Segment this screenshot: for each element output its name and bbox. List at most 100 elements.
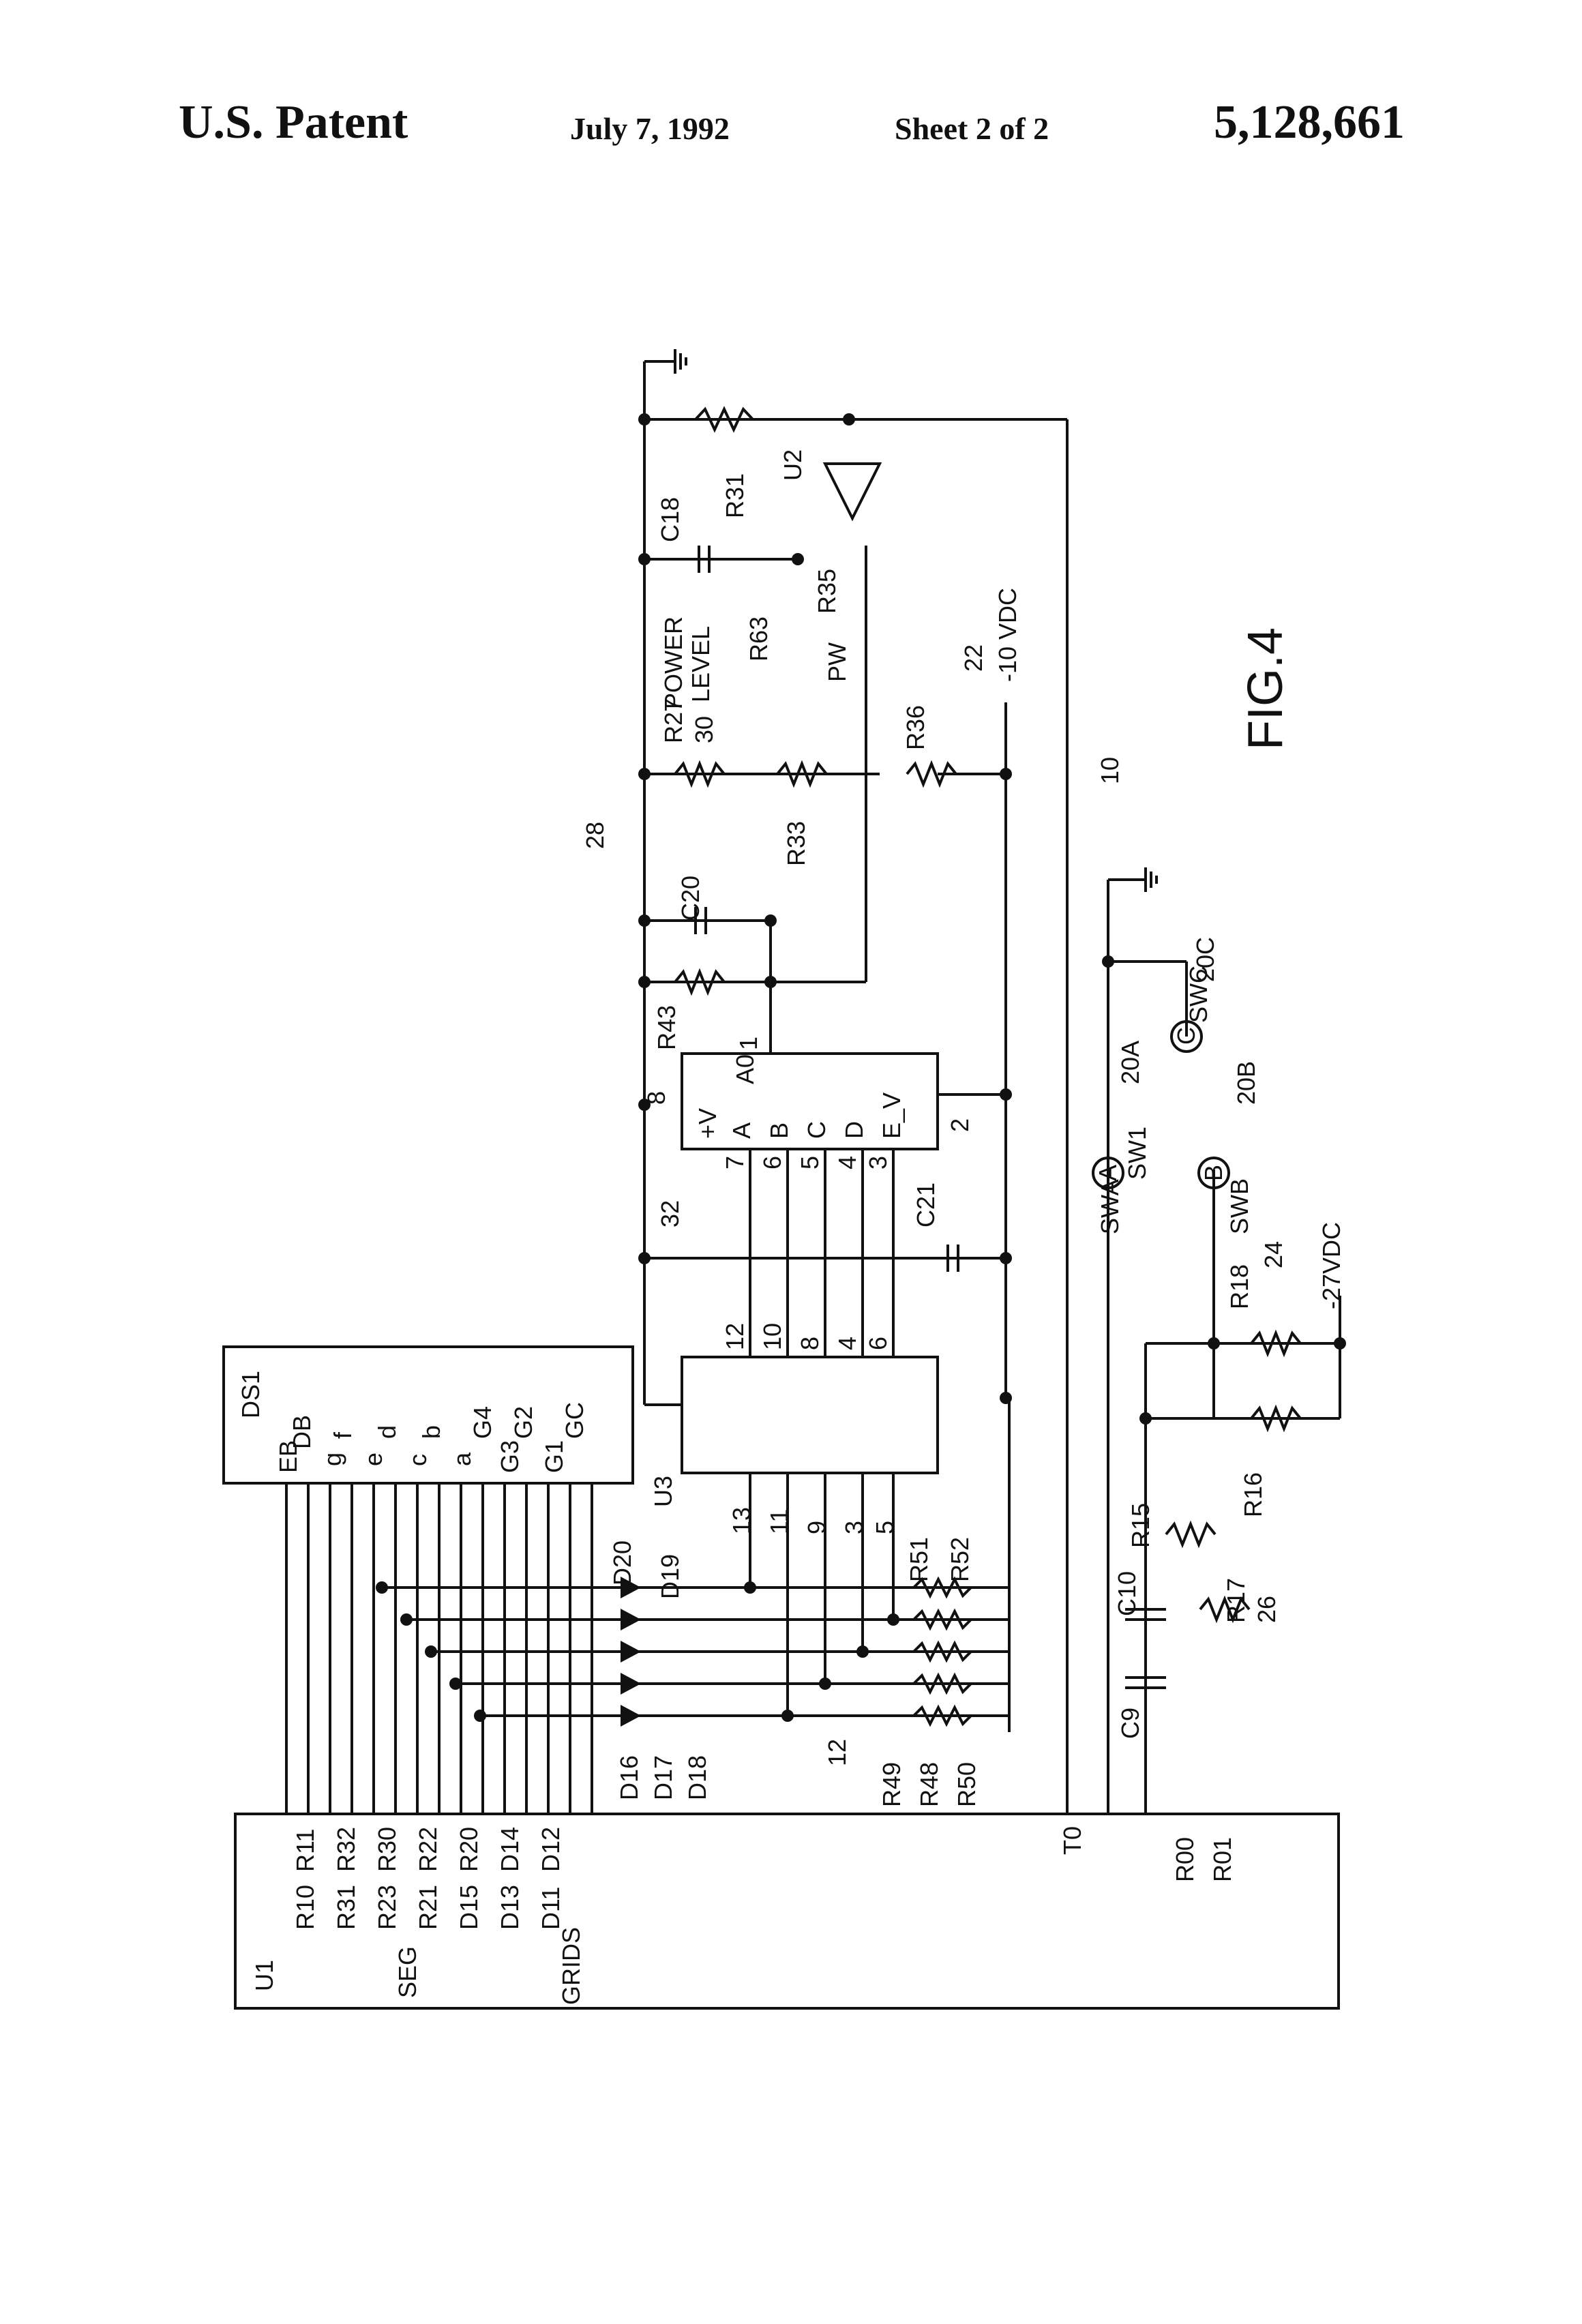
- figure-label: FIG.4: [1238, 627, 1293, 750]
- label-ref30: 30: [690, 716, 718, 743]
- label-r30: R30: [373, 1827, 401, 1872]
- ground-icon-bottom: [1146, 867, 1156, 892]
- label-power: POWER: [659, 616, 687, 709]
- label-g4: G4: [468, 1406, 496, 1439]
- label-d19: D19: [656, 1554, 684, 1599]
- label-c9: C9: [1116, 1708, 1144, 1739]
- label-pin8: 8: [796, 1337, 824, 1350]
- label-c: c: [404, 1454, 432, 1466]
- label-swb: SWB: [1225, 1178, 1253, 1234]
- label-sw1: SW1: [1123, 1127, 1151, 1180]
- label-r15: R15: [1126, 1503, 1154, 1548]
- label-r21: R21: [414, 1885, 442, 1930]
- label-level: LEVEL: [687, 626, 715, 702]
- label-r35: R35: [813, 569, 841, 614]
- label-r33: R33: [782, 821, 810, 866]
- label-pw: PW: [823, 642, 851, 682]
- label-ref28: 28: [581, 822, 609, 849]
- label-r20: R20: [455, 1827, 483, 1872]
- label-r50: R50: [953, 1762, 981, 1807]
- label-ref10: 10: [1096, 757, 1124, 784]
- label-r11: R11: [291, 1829, 319, 1872]
- label-g1: G1: [540, 1440, 568, 1473]
- label-ppin2: 2: [946, 1118, 974, 1132]
- label-pin9: 9: [803, 1521, 831, 1534]
- label-d14: D14: [496, 1827, 524, 1872]
- label-ref24: 24: [1259, 1241, 1287, 1268]
- label-r52: R52: [946, 1537, 974, 1582]
- label-r51: R51: [905, 1537, 933, 1582]
- label-u2: U2: [779, 449, 807, 481]
- label-a: a: [448, 1452, 476, 1466]
- label-pin-d: D: [840, 1121, 868, 1139]
- label-gc: GC: [561, 1402, 588, 1439]
- label-meter-a: A: [1094, 1165, 1122, 1181]
- label-c20: C20: [676, 876, 704, 921]
- label-ref26: 26: [1253, 1596, 1281, 1623]
- label-ppin4: 4: [833, 1156, 861, 1170]
- switch-network: [1093, 880, 1346, 1814]
- label-pin11: 11: [765, 1509, 793, 1534]
- label-b: b: [417, 1425, 445, 1439]
- label-r36: R36: [901, 705, 929, 750]
- label-minus-10vdc: -10 VDC: [994, 588, 1021, 682]
- label-d11: D11: [537, 1887, 565, 1930]
- label-meter-c: C: [1172, 1027, 1200, 1045]
- label-20b: 20B: [1232, 1061, 1260, 1105]
- label-r49: R49: [878, 1762, 906, 1807]
- label-g: g: [318, 1452, 346, 1466]
- label-pin-a: A: [728, 1122, 756, 1139]
- label-20a: 20A: [1116, 1041, 1144, 1084]
- u3-pin-lines: [750, 1149, 893, 1716]
- label-ds1: DS1: [237, 1371, 265, 1418]
- label-minus-27vdc: -27VDC: [1317, 1222, 1345, 1309]
- label-r18: R18: [1225, 1264, 1253, 1309]
- label-d18: D18: [683, 1755, 711, 1800]
- label-r43: R43: [653, 1005, 681, 1050]
- diode-array: [621, 1577, 641, 1727]
- label-d15: D15: [455, 1885, 483, 1930]
- top-section-labels: R43 C20 28 R33 R27 30 POWER LEVEL R63 PW…: [581, 449, 1124, 1050]
- label-plus-v: +V: [693, 1108, 721, 1139]
- label-r01: R01: [1208, 1837, 1236, 1882]
- label-g3: G3: [496, 1440, 524, 1473]
- label-pin4: 4: [833, 1337, 861, 1350]
- label-ppin1: 1: [734, 1037, 762, 1050]
- ground-icon-top: [675, 349, 686, 374]
- label-pin13: 13: [728, 1507, 756, 1534]
- label-ppin6: 6: [758, 1156, 786, 1170]
- label-pin-c: C: [803, 1121, 831, 1139]
- label-ppin5: 5: [796, 1156, 824, 1170]
- label-db: DB: [288, 1415, 316, 1449]
- label-f: f: [329, 1431, 357, 1439]
- supply-rails: [644, 361, 1067, 1814]
- label-pin6: 6: [864, 1337, 892, 1350]
- label-d: d: [373, 1425, 401, 1439]
- label-c10: C10: [1113, 1571, 1141, 1616]
- label-e: e: [359, 1452, 387, 1466]
- u3-box: [682, 1357, 938, 1473]
- label-meter-b: B: [1199, 1165, 1227, 1181]
- label-c21: C21: [912, 1182, 940, 1227]
- label-grids: GRIDS: [557, 1927, 585, 2005]
- label-d20: D20: [608, 1540, 636, 1585]
- label-r31: R31: [332, 1885, 360, 1930]
- label-swa: SWA: [1096, 1179, 1124, 1234]
- label-pin5: 5: [871, 1521, 899, 1534]
- label-r16: R16: [1239, 1472, 1267, 1517]
- label-e-v: E_V: [878, 1092, 906, 1139]
- label-r23: R23: [373, 1885, 401, 1930]
- label-ppin8: 8: [642, 1091, 670, 1105]
- label-a0: A0: [731, 1054, 759, 1084]
- label-ppin3: 3: [864, 1156, 892, 1170]
- diode-labels: D20 D19 D16 D17 D18 12 R51 R52 R49 R48 R…: [608, 1537, 981, 1807]
- bus-lines: [286, 1483, 592, 1814]
- label-pin10: 10: [758, 1323, 786, 1350]
- label-r63: R63: [745, 616, 773, 661]
- label-d13: D13: [496, 1885, 524, 1930]
- label-u3: U3: [649, 1476, 677, 1507]
- label-ref32: 32: [656, 1200, 684, 1227]
- label-ref12: 12: [823, 1739, 851, 1766]
- label-ppin7: 7: [721, 1156, 749, 1170]
